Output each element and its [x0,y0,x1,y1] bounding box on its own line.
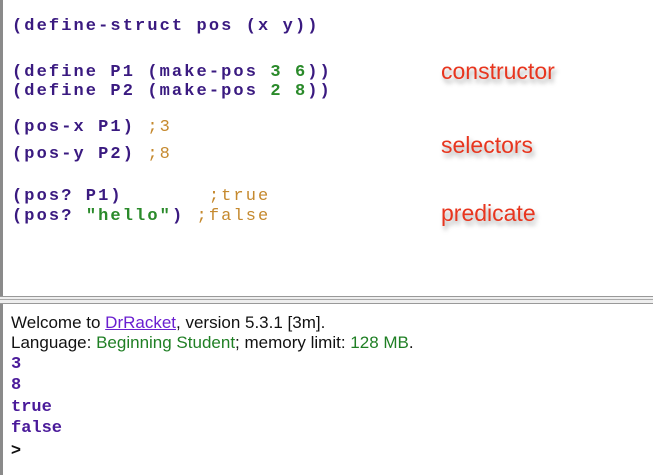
code-line[interactable]: (pos? P1) ;true [12,187,270,207]
language-line: Language: Beginning Student; memory limi… [11,332,414,353]
welcome-text: Welcome to [11,313,106,332]
pane-divider[interactable] [0,296,653,304]
prompt[interactable]: > [11,440,21,459]
comment-token: ;true [208,187,271,206]
code-line[interactable]: (pos? "hello") ;false [12,207,270,227]
memory-limit: 128 MB [350,333,409,352]
literal-token: 3 6 [270,63,308,82]
comment-token: ;false [196,207,271,226]
output-line: 8 [11,376,22,395]
comment-token: ;3 [147,118,172,137]
drracket-link[interactable]: DrRacket [105,313,177,332]
annotation-predicate: predicate [441,200,536,226]
code-token: ) [171,207,197,226]
code-token: (define P1 (make-pos [12,63,271,82]
code-line[interactable]: (pos-y P2) ;8 [12,145,172,165]
code-line[interactable]: (define P1 (make-pos 3 6)) [12,63,332,83]
period: . [408,333,414,352]
interactions-pane[interactable]: Welcome to DrRacket, version 5.3.1 [3m].… [0,304,653,475]
code-token: (pos? [12,207,86,226]
definitions-pane[interactable]: (define-struct pos (x y)) (define P1 (ma… [0,0,653,296]
code-token: (pos? P1) [12,187,209,206]
language-name: Beginning Student [96,333,236,352]
code-token: )) [307,82,332,101]
output-line: false [11,419,63,438]
language-label: Language: [11,333,97,352]
code-token: (define P2 (make-pos [12,82,271,101]
output-line: 3 [11,355,22,374]
comment-token: ;8 [147,145,172,164]
annotation-constructor: constructor [441,58,555,84]
literal-token: 2 8 [270,82,308,101]
code-line[interactable]: (define P2 (make-pos 2 8)) [12,82,332,102]
code-token: (pos-x P1) [12,118,148,137]
code-token: )) [307,63,332,82]
code-line[interactable]: (define-struct pos (x y)) [12,17,320,37]
code-token: (pos-y P2) [12,145,148,164]
annotation-selectors: selectors [441,132,534,158]
output-line: true [11,398,52,417]
welcome-line: Welcome to DrRacket, version 5.3.1 [3m]. [11,312,325,333]
memory-label: ; memory limit: [235,333,351,352]
version-text: , version 5.3.1 [3m]. [176,313,326,332]
code-token: (define-struct pos (x y)) [12,17,320,36]
literal-token: "hello" [85,207,172,226]
code-line[interactable]: (pos-x P1) ;3 [12,118,172,138]
